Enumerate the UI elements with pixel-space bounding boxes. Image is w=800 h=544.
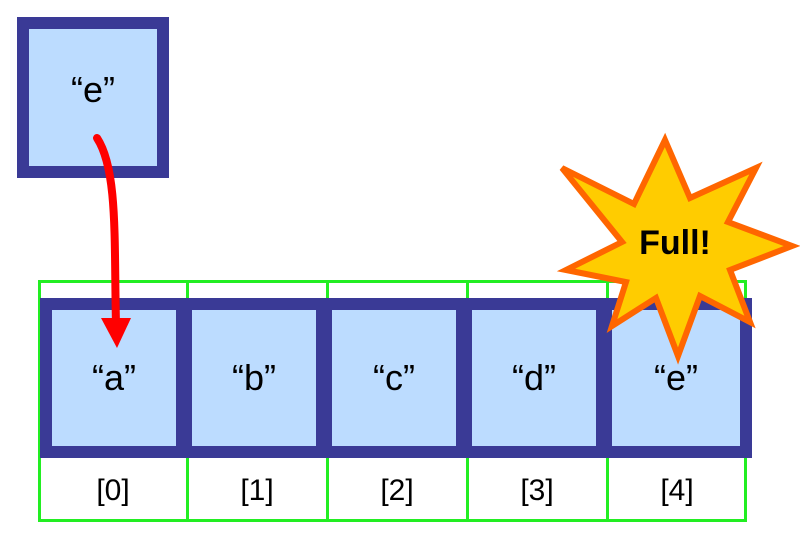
array-cell-1-value: “b”: [232, 357, 276, 398]
array-cell-1: “b”: [180, 298, 328, 458]
index-label-4: [4]: [660, 474, 694, 507]
array-cell-0-value: “a”: [92, 357, 136, 398]
full-burst-icon: [556, 132, 800, 365]
array-cell-3-value: “d”: [512, 357, 556, 398]
index-label-2: [2]: [380, 474, 414, 507]
index-label-3: [3]: [520, 474, 554, 507]
index-label-1: [1]: [240, 474, 274, 507]
source-element: “e”: [17, 17, 169, 178]
index-label-0: [0]: [96, 474, 130, 507]
insert-arrow-head: [101, 318, 131, 348]
array-cell-4-value: “e”: [654, 357, 698, 398]
source-element-label: “e”: [71, 68, 115, 110]
array-cell-3: “d”: [460, 298, 608, 458]
insert-arrow: [93, 134, 120, 329]
array-cell-2-value: “c”: [373, 357, 415, 398]
full-burst-label: Full!: [639, 224, 711, 262]
